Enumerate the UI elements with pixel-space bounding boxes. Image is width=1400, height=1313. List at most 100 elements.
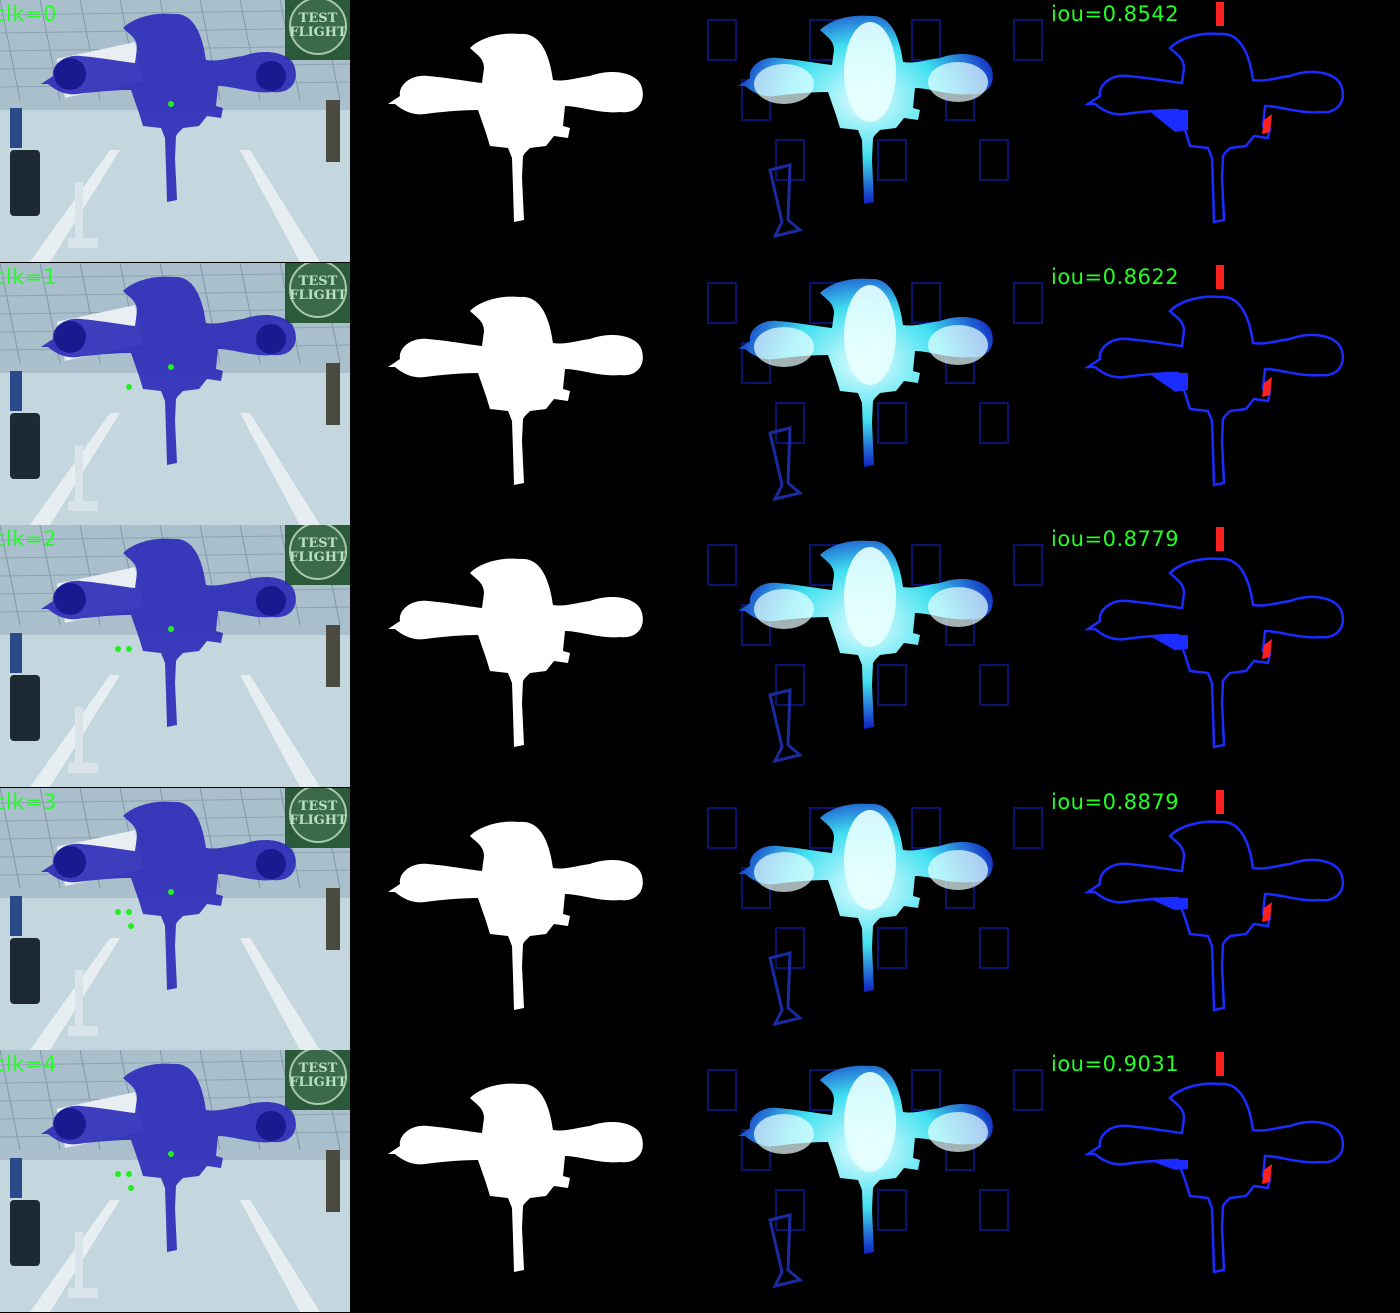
error-map-panel: iou=0.8542 (1050, 0, 1400, 262)
click-point (168, 889, 174, 895)
error-outline (1083, 820, 1345, 1012)
probability-map-panel (700, 788, 1050, 1050)
segmentation-overlay (41, 538, 296, 727)
false-negative-region (1262, 902, 1272, 922)
sign-text: TEST (299, 1061, 338, 1076)
click-label: clk=1 (0, 265, 57, 289)
false-negative-region (1262, 639, 1272, 659)
error-map-panel: iou=0.9031 (1050, 1050, 1400, 1312)
click-label: clk=4 (0, 1052, 57, 1076)
iou-label: iou=0.8879 (1051, 790, 1180, 814)
binary-mask-panel (350, 525, 700, 787)
binary-mask-panel (350, 263, 700, 525)
trash-can (10, 675, 40, 741)
click-label: clk=0 (0, 2, 57, 26)
error-outline (1083, 32, 1345, 224)
probability-map-panel (700, 525, 1050, 787)
sign-text: FLIGHT (289, 813, 347, 828)
false-negative-region (1216, 790, 1224, 814)
sign-text: FLIGHT (289, 550, 347, 565)
click-point (126, 909, 132, 915)
sign-text: FLIGHT (289, 1075, 347, 1090)
segmentation-overlay (41, 1063, 296, 1252)
false-positive-region (1148, 898, 1188, 911)
false-negative-region (1216, 265, 1224, 289)
click-label: clk=3 (0, 790, 57, 814)
false-negative-region (1216, 2, 1224, 26)
error-map-panel: iou=0.8879 (1050, 788, 1400, 1050)
mask-shape (388, 33, 643, 223)
iou-label: iou=0.9031 (1051, 1052, 1180, 1076)
false-negative-region (1216, 1052, 1224, 1076)
false-positive-region (1148, 110, 1188, 132)
segmentation-overlay (41, 276, 296, 465)
false-positive-region (1148, 1160, 1188, 1170)
probability-map-panel (700, 0, 1050, 262)
sign-text: FLIGHT (289, 25, 347, 40)
trash-can (10, 1200, 40, 1266)
false-negative-region (1216, 527, 1224, 551)
click-point (168, 101, 174, 107)
click-point (115, 1171, 121, 1177)
click-point (126, 1171, 132, 1177)
click-point (168, 626, 174, 632)
click-point (126, 384, 132, 390)
click-point (115, 909, 121, 915)
click-point (115, 646, 121, 652)
segmentation-overlay (41, 13, 296, 203)
iou-label: iou=0.8779 (1051, 527, 1180, 551)
sign-text: TEST (299, 799, 338, 814)
mask-shape (388, 558, 643, 747)
trash-can (10, 938, 40, 1004)
click-label: clk=2 (0, 527, 57, 551)
false-positive-region (1148, 373, 1188, 392)
probability-map-panel (700, 263, 1050, 525)
sign-text: TEST (299, 274, 338, 289)
segmentation-overlay (41, 801, 296, 990)
sign-text: FLIGHT (289, 288, 347, 303)
mask-shape (388, 1083, 643, 1272)
false-positive-region (1148, 635, 1188, 651)
sign-text: TEST (299, 11, 338, 26)
binary-mask-panel (350, 1050, 700, 1312)
mask-shape (388, 296, 643, 485)
click-point (128, 1185, 134, 1191)
error-outline (1083, 1082, 1345, 1274)
error-outline (1083, 295, 1345, 487)
false-negative-region (1262, 1164, 1272, 1184)
false-negative-region (1262, 114, 1272, 134)
click-point (168, 1151, 174, 1157)
binary-mask-panel (350, 0, 700, 262)
error-map-panel: iou=0.8779 (1050, 525, 1400, 787)
binary-mask-panel (350, 788, 700, 1050)
click-point (128, 923, 134, 929)
trash-can (10, 150, 40, 216)
sign-text: TEST (299, 536, 338, 551)
click-point (168, 364, 174, 370)
false-negative-region (1262, 377, 1272, 397)
iou-label: iou=0.8542 (1051, 2, 1180, 26)
error-map-panel: iou=0.8622 (1050, 263, 1400, 525)
click-point (126, 646, 132, 652)
error-outline (1083, 557, 1345, 749)
